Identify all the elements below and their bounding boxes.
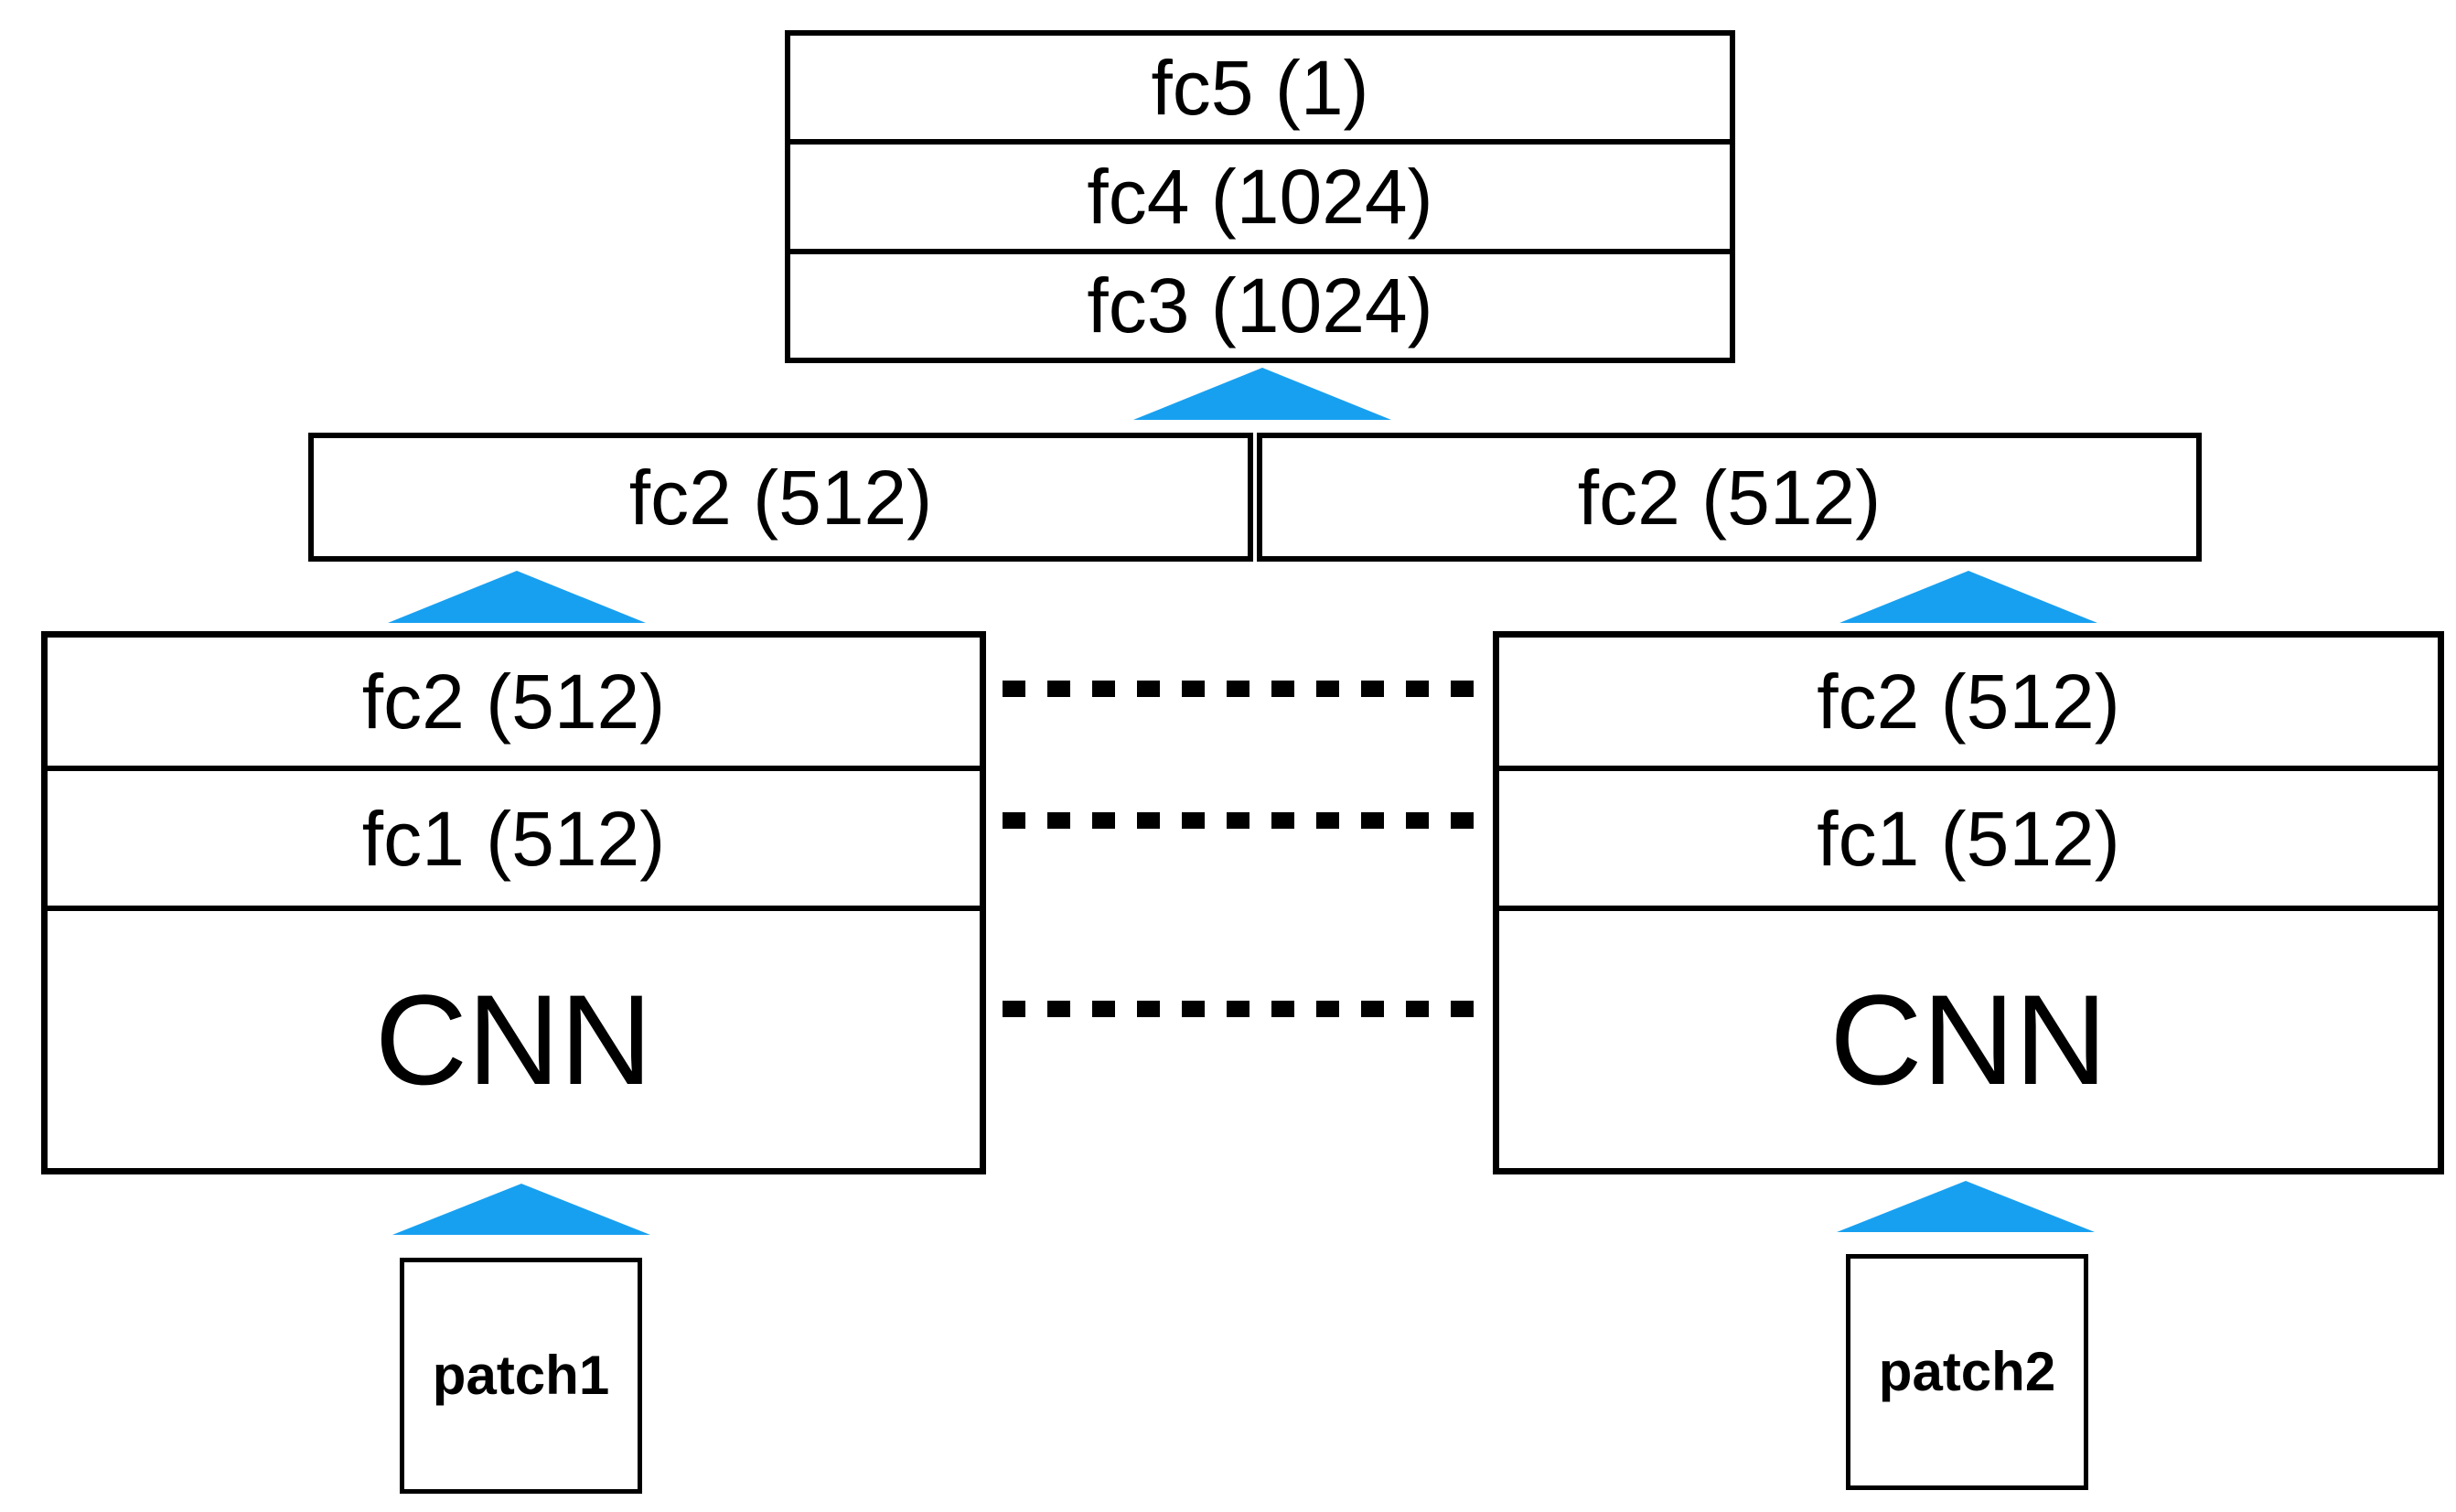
merge-fc2-right-box: fc2 (512): [1257, 433, 2202, 562]
fc5-layer-label: fc5 (1): [1151, 44, 1369, 131]
left-tower-fc2-row: fc2 (512): [48, 638, 980, 766]
left-tower-fc1-row: fc1 (512): [48, 766, 980, 906]
merge-fc2-left-label: fc2 (512): [628, 454, 933, 541]
patch1-box: patch1: [400, 1258, 642, 1494]
dashed-connector-fc2: [1003, 681, 1475, 697]
arrow-up-icon: [1133, 368, 1391, 420]
right-tower-fc1-row: fc1 (512): [1499, 766, 2438, 906]
left-tower-fc1-label: fc1 (512): [361, 795, 666, 882]
fc3-layer-row: fc3 (1024): [790, 248, 1730, 358]
right-tower-fc2-label: fc2 (512): [1817, 659, 2120, 745]
right-tower-fc2-row: fc2 (512): [1499, 638, 2438, 766]
left-tower-cnn-label: CNN: [374, 967, 653, 1111]
right-tower-cnn-row: CNN: [1499, 906, 2438, 1168]
top-fc-block: fc5 (1) fc4 (1024) fc3 (1024): [785, 30, 1735, 363]
left-tower: fc2 (512) fc1 (512) CNN: [41, 631, 986, 1174]
dashed-connector-cnn: [1003, 1001, 1475, 1017]
arrow-up-icon: [392, 1184, 650, 1235]
patch2-box: patch2: [1846, 1254, 2088, 1490]
arrow-up-icon: [1839, 571, 2097, 623]
merge-fc2-right-label: fc2 (512): [1577, 454, 1882, 541]
arrow-up-icon: [388, 571, 646, 623]
left-tower-cnn-row: CNN: [48, 906, 980, 1168]
fc5-layer-row: fc5 (1): [790, 36, 1730, 139]
fc4-layer-label: fc4 (1024): [1087, 153, 1433, 240]
patch1-label: patch1: [432, 1345, 610, 1406]
arrow-up-icon: [1837, 1181, 2095, 1232]
fc3-layer-label: fc3 (1024): [1087, 263, 1433, 349]
right-tower: fc2 (512) fc1 (512) CNN: [1493, 631, 2444, 1174]
dashed-connector-fc1: [1003, 812, 1475, 829]
right-tower-fc1-label: fc1 (512): [1817, 795, 2120, 882]
merge-fc2-left-box: fc2 (512): [308, 433, 1253, 562]
right-tower-cnn-label: CNN: [1829, 967, 2107, 1111]
fc4-layer-row: fc4 (1024): [790, 139, 1730, 248]
merge-fc2-left-row: fc2 (512): [314, 438, 1248, 556]
left-tower-fc2-label: fc2 (512): [361, 659, 666, 745]
patch2-label: patch2: [1878, 1341, 2056, 1402]
merge-fc2-right-row: fc2 (512): [1262, 438, 2196, 556]
